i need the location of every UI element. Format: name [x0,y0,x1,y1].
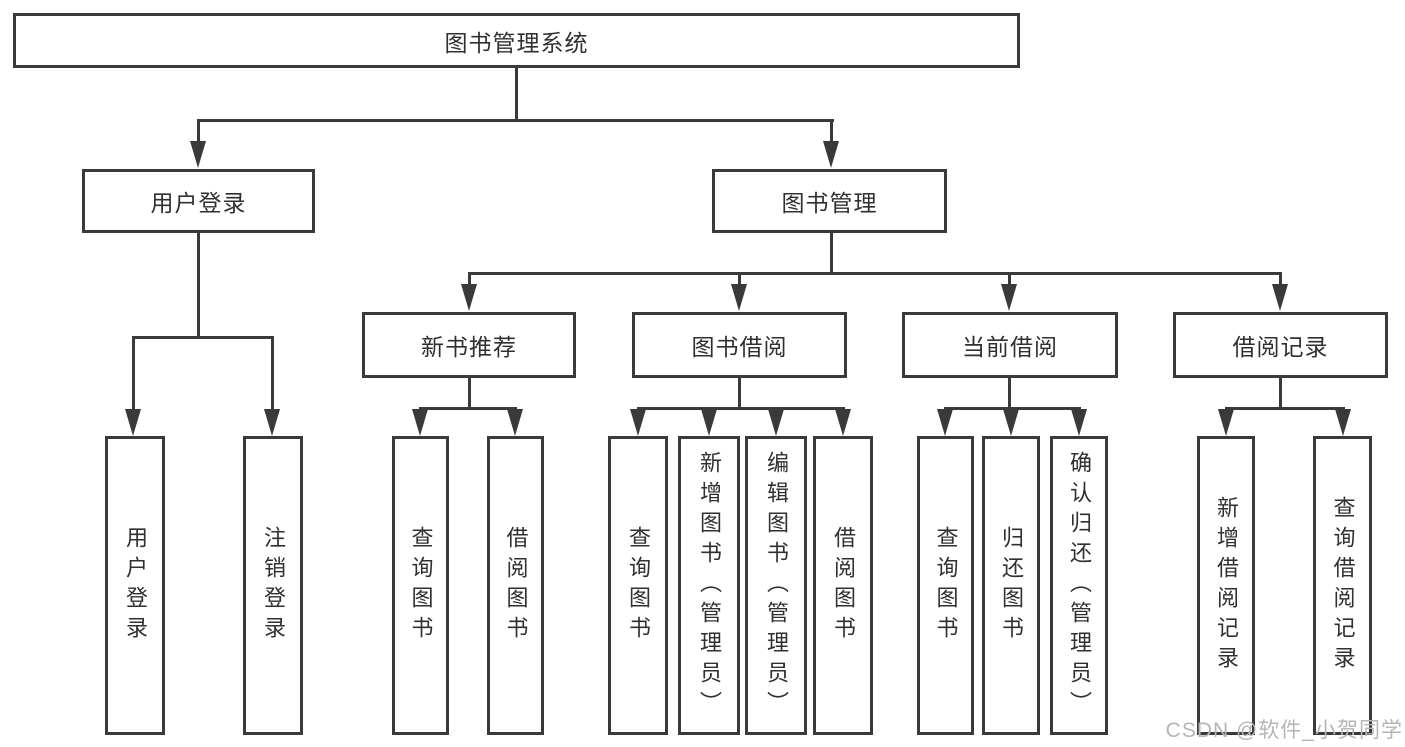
connector-to-new-book [468,272,471,288]
node-root: 图书管理系统 [13,13,1020,68]
node-current-borrow-label: 当前借阅 [962,334,1058,360]
csdn-watermark: CSDN @软件_小贺同学 [1165,719,1403,742]
arrow-head-cb-query [937,409,953,436]
arrow-head-user-login [190,141,206,168]
node-new-book-recommend: 新书推荐 [362,312,576,378]
arrow-head-bb-edit [768,409,784,436]
connector-new-book-stem [468,378,471,409]
leaf-nb-borrow-books: 借阅图书 [487,436,544,735]
leaf-bb-add-books-admin: 新增图书（管理员） [678,436,740,735]
connector-to-user-login [197,119,200,147]
leaf-cb-return-books-label: 归还图书 [999,525,1024,646]
connector-root-distribution [197,119,834,122]
node-user-login-label: 用户登录 [150,190,247,216]
node-book-borrow: 图书借阅 [632,312,847,378]
leaf-bb-query-books-label: 查询图书 [626,525,651,646]
connector-user-login-stem [197,233,200,339]
leaf-cb-return-books: 归还图书 [982,436,1040,735]
arrow-head-cb-confirm [1071,409,1087,436]
leaf-cb-query-books: 查询图书 [917,436,974,735]
connector-to-book-management [830,119,833,147]
arrow-head-br-add [1218,409,1234,436]
node-current-borrow: 当前借阅 [902,312,1118,378]
node-root-label: 图书管理系统 [444,29,589,56]
arrow-head-nb-borrow [507,409,523,436]
arrow-head-cb-return [1003,409,1019,436]
connector-user-login-distribution [132,336,274,339]
leaf-cb-query-books-label: 查询图书 [933,525,959,646]
connector-borrow-records-distribution [1225,407,1345,410]
arrow-head-current-borrow [1001,284,1017,311]
node-user-login: 用户登录 [82,169,315,233]
arrow-head-nb-query [412,409,428,436]
leaf-bb-edit-books-admin: 编辑图书（管理员） [745,436,807,735]
arrow-head-bb-borrow [835,409,851,436]
arrow-head-borrow-records [1272,284,1288,311]
connector-book-management-stem [830,233,833,274]
leaf-br-query-record: 查询借阅记录 [1313,436,1372,735]
leaf-br-query-record-label: 查询借阅记录 [1330,495,1356,676]
arrow-head-bb-add [701,409,717,436]
leaf-nb-query-books: 查询图书 [392,436,449,735]
arrow-head-leaf-logout [264,409,280,436]
connector-new-book-distribution [419,407,517,410]
arrow-head-bb-query [630,409,646,436]
leaf-bb-add-books-admin-label: 新增图书（管理员） [697,450,722,721]
connector-to-current-borrow [1008,272,1011,288]
connector-to-book-borrow [738,272,741,288]
leaf-logout: 注销登录 [243,436,303,735]
connector-borrow-records-stem [1279,378,1282,409]
connector-to-borrow-records [1279,272,1282,288]
leaf-cb-confirm-return-admin: 确认归还（管理员） [1050,436,1108,735]
arrow-head-book-borrow [731,284,747,311]
leaf-bb-edit-books-admin-label: 编辑图书（管理员） [764,450,789,721]
leaf-bb-query-books: 查询图书 [608,436,668,735]
leaf-br-add-record-label: 新增借阅记录 [1214,495,1239,676]
connector-to-leaf-logout [271,336,274,411]
leaf-user-login-label: 用户登录 [123,525,148,646]
leaf-bb-borrow-books-label: 借阅图书 [831,525,856,646]
arrow-head-br-query [1335,409,1351,436]
arrow-head-leaf-login [125,409,141,436]
connector-root-stem [515,68,518,121]
node-new-book-recommend-label: 新书推荐 [421,334,517,360]
node-borrow-records-label: 借阅记录 [1232,334,1329,360]
connector-book-borrow-stem [738,378,741,409]
leaf-bb-borrow-books: 借阅图书 [813,436,873,735]
connector-book-borrow-distribution [637,407,845,410]
connector-current-borrow-distribution [944,407,1081,410]
leaf-nb-borrow-books-label: 借阅图书 [503,525,529,646]
node-borrow-records: 借阅记录 [1173,312,1388,378]
arrow-head-book-management [823,141,839,168]
arrow-head-new-book [461,284,477,311]
leaf-cb-confirm-return-admin-label: 确认归还（管理员） [1067,450,1092,721]
leaf-user-login: 用户登录 [105,436,165,735]
connector-book-management-distribution [468,272,1282,275]
connector-to-leaf-login [132,336,135,411]
node-book-management: 图书管理 [712,169,947,233]
node-book-borrow-label: 图书借阅 [691,334,788,360]
leaf-nb-query-books-label: 查询图书 [408,525,434,646]
leaf-logout-label: 注销登录 [261,525,286,646]
leaf-br-add-record: 新增借阅记录 [1197,436,1255,735]
node-book-management-label: 图书管理 [781,190,878,216]
connector-current-borrow-stem [1008,378,1011,409]
